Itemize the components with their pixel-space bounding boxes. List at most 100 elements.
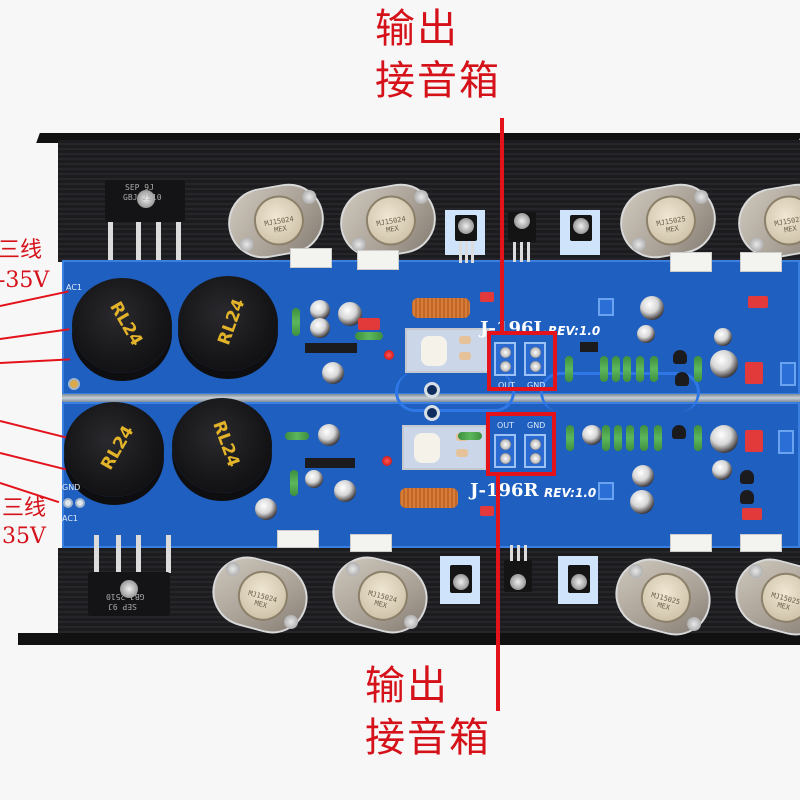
output-inductor (412, 298, 470, 318)
transistor-can: MJ15024 MEX (249, 191, 308, 250)
screw-icon (120, 580, 138, 598)
power-wire-line (0, 328, 70, 340)
screw-icon (627, 562, 645, 580)
silk-ac1: AC1 (66, 283, 83, 292)
fuse (480, 292, 494, 302)
trimmer-pot[interactable] (780, 362, 796, 386)
speaker-ground-terminal-right[interactable] (524, 434, 546, 468)
callout-box-top (487, 331, 557, 391)
dip-ic (305, 458, 355, 468)
bridge-leg (94, 535, 99, 573)
power-resistor (290, 248, 332, 268)
electrolytic-capacitor (305, 470, 323, 488)
trimmer-pot[interactable] (778, 430, 794, 454)
transistor-marking: MJ15025 MEX (770, 591, 800, 612)
resistor (612, 356, 620, 382)
transistor-can: MJ15025 MEX (641, 191, 700, 250)
output-label-line1: 输出 (365, 663, 449, 709)
bridge-leg (176, 222, 181, 260)
power-wire-line (0, 452, 67, 471)
electrolytic-capacitor (712, 460, 732, 480)
output-inductor (400, 488, 458, 508)
resistor (565, 356, 573, 382)
small-transistor (675, 372, 689, 386)
resistor (292, 308, 300, 336)
resistor (623, 356, 631, 382)
bridge-leg (116, 535, 121, 573)
capacitor-label: RL24 (105, 298, 147, 350)
screw-icon (571, 574, 587, 590)
transistor-pair (580, 342, 598, 352)
silk-gnd: GND (62, 483, 81, 492)
resistor (694, 425, 702, 451)
relay-contact (459, 336, 471, 344)
mount-hole (424, 405, 440, 421)
film-capacitor (742, 508, 762, 520)
relay-coil (414, 433, 440, 463)
small-transistor (740, 490, 754, 504)
output-speaker-label-top: 输出 接音箱 (375, 6, 501, 104)
capacitor-label: RL24 (97, 422, 139, 474)
small-transistor (673, 350, 687, 364)
terminal-screw-gnd (530, 347, 541, 358)
transistor-leg (459, 241, 462, 263)
fuse (480, 506, 494, 516)
driver-transistor (570, 215, 592, 241)
screw-icon (344, 560, 362, 578)
callout-line-top (500, 118, 504, 332)
silk-gnd-right: GND (527, 421, 546, 430)
resistor (636, 356, 644, 382)
relay-coil (421, 336, 447, 366)
power-resistor (670, 534, 712, 552)
power-resistor (740, 534, 782, 552)
electrolytic-capacitor (630, 490, 654, 514)
led-indicator (384, 350, 394, 360)
electrolytic-capacitor (714, 328, 732, 346)
screw-icon (224, 560, 242, 578)
film-capacitor (745, 362, 763, 384)
bridge-rectifier-top: SEP 9J GBJ 2510 (105, 180, 185, 222)
trimmer-pot[interactable] (598, 298, 614, 316)
electrolytic-capacitor (310, 318, 330, 338)
screw-icon (630, 236, 647, 253)
bottom-heatsink-lip (18, 633, 800, 645)
led-indicator (382, 456, 392, 466)
film-capacitor (745, 430, 763, 452)
speaker-ground-terminal-left[interactable] (524, 342, 546, 376)
power-input-pad (75, 498, 85, 508)
transistor-marking: MJ15024 MEX (263, 214, 295, 235)
transistor-marking: MJ15024 MEX (367, 589, 398, 610)
electrolytic-capacitor (310, 300, 330, 320)
capacitor-label: RL24 (208, 418, 244, 470)
resistor (694, 356, 702, 382)
bridge-leg (136, 535, 141, 573)
silk-gnd-left: GND (527, 381, 546, 390)
terminal-screw-out (500, 439, 511, 450)
transistor-marking: MJ15024 MEX (247, 589, 278, 610)
electrolytic-capacitor (255, 498, 277, 520)
output-label-line2: 接音箱 (365, 715, 491, 761)
speaker-output-terminal-left[interactable] (494, 342, 516, 376)
silk-ac1: AC1 (62, 514, 79, 523)
mount-hole (424, 382, 440, 398)
trimmer-pot[interactable] (598, 482, 614, 500)
electrolytic-capacitor (322, 362, 344, 384)
transistor-marking: MJ15024 MEX (375, 214, 407, 235)
board-name-right: J-196R (470, 480, 539, 501)
regulator (508, 212, 536, 242)
regulator (504, 560, 532, 592)
terminal-screw-out (500, 361, 511, 372)
bridge-leg (108, 222, 113, 260)
resistor (626, 425, 634, 451)
power-label-line1: 三线 (2, 496, 47, 521)
bridge-rectifier-label: SEP 9J (125, 183, 154, 192)
power-input-pad (63, 498, 73, 508)
screw-icon (458, 218, 474, 234)
film-capacitor (358, 318, 380, 330)
electrolytic-capacitor (318, 424, 340, 446)
small-transistor (672, 425, 686, 439)
transistor-leg (513, 242, 516, 262)
resistor (458, 432, 482, 440)
relay-contact (459, 352, 471, 360)
speaker-output-terminal-right[interactable] (494, 434, 516, 468)
